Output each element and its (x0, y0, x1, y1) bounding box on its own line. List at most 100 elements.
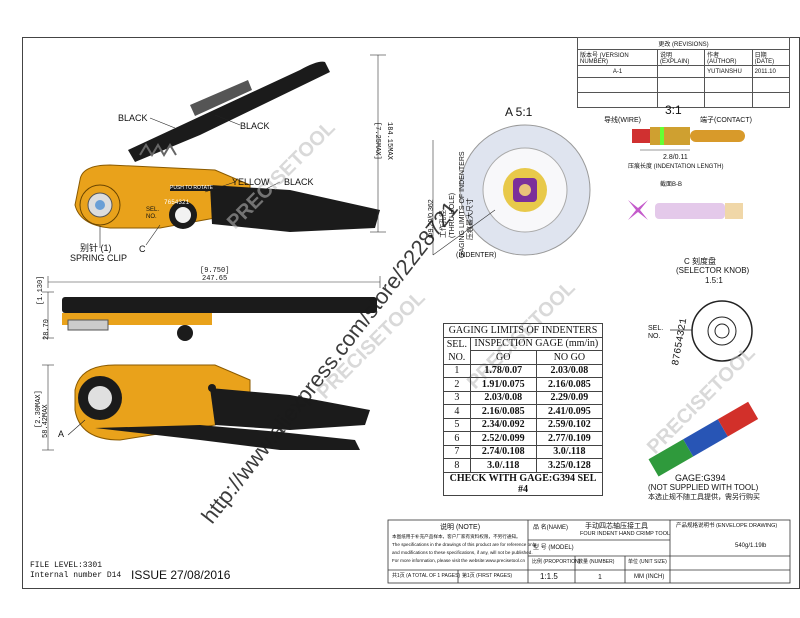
tool-top-view (74, 61, 380, 232)
label-black-2: BLACK (240, 121, 270, 131)
row-nogo: 2.16/0.085 (535, 377, 604, 392)
label-gage-note: (NOT SUPPLIED WITH TOOL) (648, 483, 759, 492)
label-sel-2: SEL. (648, 325, 664, 332)
name-cn: 手动四芯轴压接工具 (585, 523, 648, 530)
label-c-knob-cn: C 刻度盘 (684, 257, 716, 266)
label-scale-3-1: 3:1 (665, 103, 682, 117)
label-pin: 别针 (1) (80, 243, 112, 253)
issue-date: ISSUE 27/08/2016 (131, 568, 231, 582)
label-push-rotate: PUSH TO ROTATE (170, 185, 213, 191)
label-yellow: YELLOW (232, 177, 270, 187)
tool-bottom-view (74, 364, 370, 450)
drawing-label: 产品规格说明书 (ENVELOPE DRAWING) (676, 523, 778, 529)
section-a-view (459, 124, 591, 256)
label-gaging-limits-vert: GAGING LIMITS OF INDENTERS (459, 151, 466, 258)
gage-g394 (648, 401, 759, 477)
file-level: FILE LEVEL:3301 (30, 561, 103, 570)
row-sel: 7 (443, 444, 471, 459)
label-sel: SEL. (146, 207, 160, 213)
revisions-table: 更改 (REVISIONS) 版本号 (VERSION NUMBER) 说明 (… (576, 37, 791, 108)
label-gage-note-cn: 本选止规不随工具提供，需另行购买 (648, 494, 760, 501)
title-block-lines (387, 519, 791, 584)
gaging-title: GAGING LIMITS OF INDENTERS (443, 323, 603, 338)
row-nogo: 2.59/0.102 (535, 417, 604, 432)
row-go: 1.91/0.075 (469, 377, 537, 392)
upper-handle (128, 61, 330, 162)
label-c: C (139, 244, 146, 254)
dim-height-mm: 184.15MAX (385, 122, 393, 160)
gaging-limits-table: GAGING LIMITS OF INDENTERS SEL. INSPECTI… (443, 323, 604, 496)
dim-width-mm: 58.42MAX (42, 404, 50, 438)
dim-thick-in: [1.130] (37, 275, 45, 305)
gaging-col-insp: INSPECTION GAGE (mm/in) (469, 336, 604, 351)
label-no-2: NO. (648, 333, 661, 340)
tool-side-view (62, 297, 377, 341)
scale-label: 比例 (PROPORTION) (532, 559, 581, 565)
dim-lines-top (47, 54, 386, 288)
label-indentation-length: 压痕长度 (INDENTATION LENGTH) (628, 164, 724, 170)
row-nogo: 2.03/0.08 (535, 363, 604, 378)
label-section-bb: 截面B-B (660, 182, 683, 188)
selector-knob-detail (670, 300, 753, 362)
number-value: 1 (598, 574, 602, 581)
row-sel: 1 (443, 363, 471, 378)
label-section-a: A 5:1 (505, 105, 533, 119)
row-sel: 5 (443, 417, 471, 432)
label-black-1: BLACK (118, 113, 148, 123)
indentation-value: 2.8/0.11 (663, 154, 688, 161)
model-label: 型 号 (MODEL) (533, 545, 574, 551)
row-nogo: 3.0/.118 (535, 444, 604, 459)
label-indenter: (INDENTER) (456, 252, 497, 259)
leader-lines (67, 114, 281, 436)
dim-thick-mm: 28.70 (43, 318, 51, 340)
row-go: 2.03/0.08 (469, 390, 537, 405)
label-scale-1-5: 1.5:1 (705, 276, 723, 285)
section-a-dims (432, 140, 496, 256)
contact-view (632, 127, 745, 151)
note-line-2: The specifications in the drawings of th… (392, 542, 537, 547)
row-sel: 8 (443, 458, 471, 473)
label-wire: 导线(WIRE) (604, 117, 641, 124)
dim-length-in: [9.750] (200, 267, 230, 275)
section-bb-view (628, 200, 743, 220)
label-contact: 端子(CONTACT) (700, 117, 752, 124)
spring (139, 143, 177, 157)
row-sel: 6 (443, 431, 471, 446)
total-pages: 共1页 (A TOTAL OF 1 PAGES) (392, 573, 461, 579)
note-title: 说明 (NOTE) (440, 524, 481, 531)
label-spring-clip: SPRING CLIP (70, 253, 128, 263)
name-label: 品 名(NAME) (533, 525, 568, 531)
label-a-mark: A (58, 429, 65, 439)
first-page: 第1页 (FIRST PAGES) (462, 573, 513, 579)
note-line-4: For more information, please visit the w… (392, 558, 526, 563)
unit-value: MM (INCH) (634, 574, 665, 580)
row-nogo: 2.77/0.109 (535, 431, 604, 446)
upper-handle-yellow-grip (190, 80, 252, 116)
row-nogo: 2.41/0.095 (535, 404, 604, 419)
weight-value: 540g/1.19lb (735, 543, 767, 549)
row-go: 2.74/0.108 (469, 444, 537, 459)
label-selector-knob: (SELECTOR KNOB) (676, 266, 750, 275)
label-no: NO. (146, 214, 157, 220)
row-sel: 3 (443, 390, 471, 405)
unit-label: 单位 (UNIT SIZE) (628, 559, 667, 565)
gaging-col-sel: SEL. (443, 336, 471, 351)
label-thru-hole: (THRU HOLE) (449, 192, 456, 238)
scale-value: 1:1.5 (540, 572, 558, 581)
label-gaging-cn: 压痕最大尺寸 (467, 198, 474, 240)
gaging-footer: CHECK WITH GAGE:G394 SEL #4 (443, 471, 603, 496)
dim-hole-diameter: Φ9.20/0.362 (428, 199, 435, 238)
row-go: 3.0/.118 (469, 458, 537, 473)
knob-digits: 7654321 (164, 199, 190, 206)
row-sel: 4 (443, 404, 471, 419)
row-go: 1.78/0.07 (469, 363, 537, 378)
dim-lines-bottom (42, 364, 54, 451)
